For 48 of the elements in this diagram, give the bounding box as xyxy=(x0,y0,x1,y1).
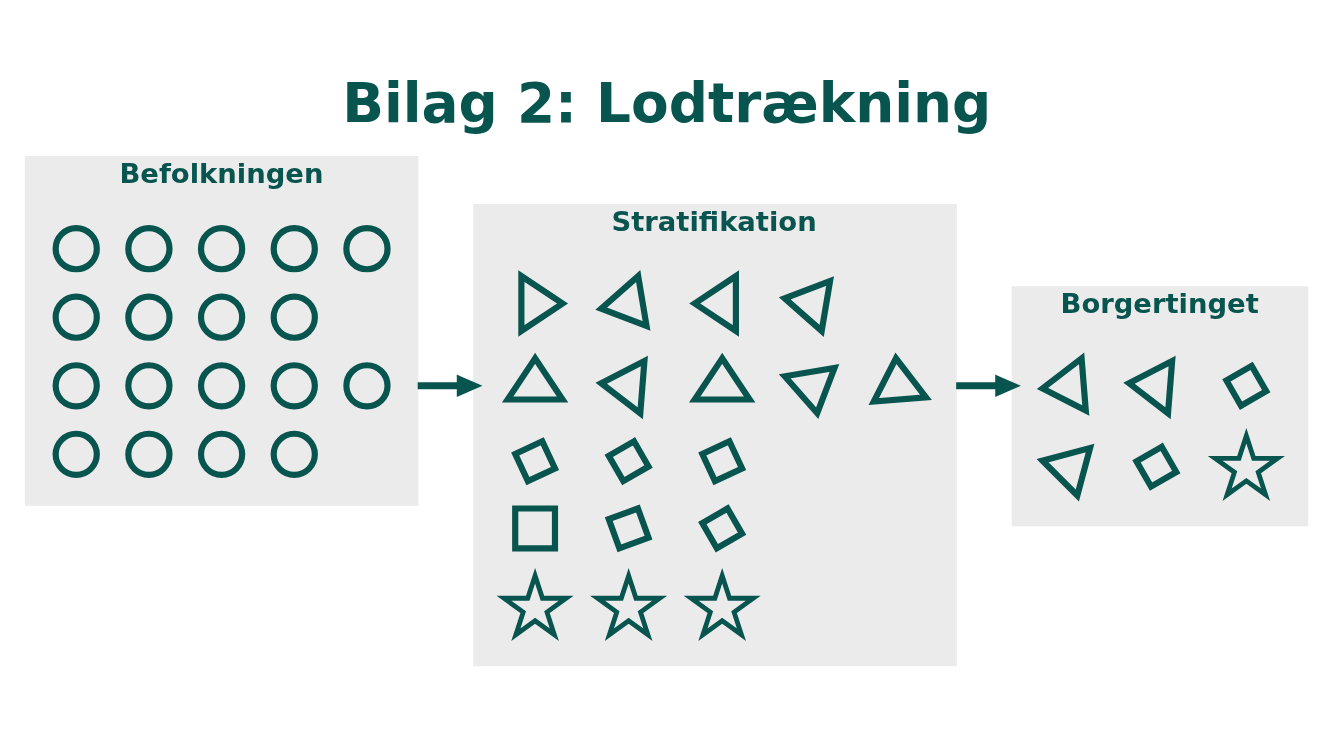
arrow xyxy=(956,374,1021,397)
node-circle xyxy=(52,224,100,272)
node-triangle xyxy=(689,352,756,403)
node-star xyxy=(590,567,668,641)
node-triangle xyxy=(501,352,569,403)
node-circle xyxy=(125,361,173,409)
node-circle xyxy=(270,224,318,272)
node-triangle xyxy=(778,363,840,419)
node-square xyxy=(698,436,747,485)
node-circle xyxy=(343,361,391,409)
diagram-title: Bilag 2: Lodtrækning xyxy=(342,70,992,135)
node-circle xyxy=(125,430,173,478)
node-triangle xyxy=(868,352,932,405)
node-circle xyxy=(270,361,318,409)
node-triangle xyxy=(778,275,834,337)
node-star xyxy=(1207,427,1285,501)
node-circle xyxy=(197,224,246,272)
node-square xyxy=(511,436,560,485)
node-square xyxy=(1132,442,1181,491)
node-circle xyxy=(125,293,173,341)
node-square xyxy=(604,504,653,552)
node-circle xyxy=(270,293,318,341)
cluster: Stratifikation xyxy=(473,203,957,666)
cluster: Befolkningen xyxy=(24,155,419,506)
node-square xyxy=(698,503,747,552)
arrow xyxy=(417,374,483,397)
node-star xyxy=(496,567,574,641)
node-triangle xyxy=(1036,443,1095,501)
node-circle xyxy=(343,224,391,272)
node-square xyxy=(604,436,653,485)
node-circle xyxy=(52,430,100,478)
node-star xyxy=(683,567,761,641)
node-circle xyxy=(52,293,100,341)
node-circle xyxy=(125,224,173,272)
node-triangle xyxy=(1036,351,1090,416)
node-circle xyxy=(197,430,246,478)
node-circle xyxy=(52,361,100,409)
cluster: Borgertinget xyxy=(1011,285,1309,526)
node-square xyxy=(512,504,559,551)
node-triangle xyxy=(1123,355,1176,419)
node-circle xyxy=(197,293,246,341)
node-circle xyxy=(197,361,246,409)
node-triangle xyxy=(595,269,651,331)
node-circle xyxy=(270,430,318,478)
node-triangle xyxy=(689,269,739,337)
node-square xyxy=(1222,361,1271,410)
node-triangle xyxy=(595,355,648,419)
node-triangle xyxy=(518,269,569,337)
